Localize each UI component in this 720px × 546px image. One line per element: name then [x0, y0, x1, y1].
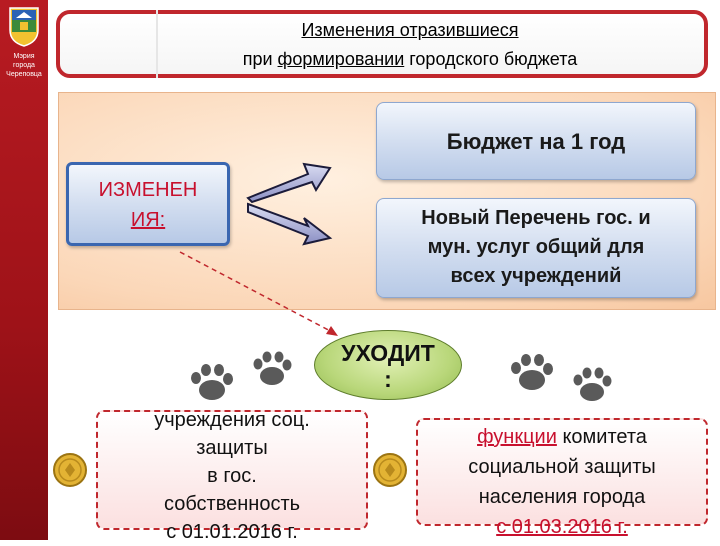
functions-line2: социальной защиты: [468, 456, 656, 478]
registry-line: мун. услуг общий для: [427, 236, 645, 258]
functions-line3: населения города: [478, 486, 646, 508]
social-line: с 01.01.2016 г.: [166, 521, 298, 543]
social-institutions-box: учреждения соц. защиты в гос. собственно…: [96, 409, 368, 543]
header-divider: [156, 10, 158, 78]
registry-line: всех учреждений: [450, 265, 622, 287]
logo-caption: Мэрия города Череповца: [0, 52, 48, 79]
logo-caption-line: Череповца: [6, 71, 42, 78]
social-line: собственность: [163, 493, 301, 515]
functions-line1-rest: комитета: [556, 426, 647, 448]
paw-prints-icon: [191, 351, 292, 400]
functions-line1: функции комитета: [418, 422, 706, 452]
logo-caption-line: города: [13, 62, 35, 69]
page-title-line1: Изменения отразившиеся: [301, 20, 519, 40]
budget-box: Бюджет на 1 год: [376, 102, 696, 180]
title-prefix: при: [242, 49, 278, 69]
arrow-right-icon: [246, 162, 332, 204]
social-line: защиты: [196, 437, 268, 459]
leaves-line2: :: [384, 366, 392, 392]
functions-underlined-word: функции: [477, 426, 557, 448]
leaves-line1: УХОДИТ: [341, 340, 435, 366]
title-suffix: городского бюджета: [404, 49, 578, 69]
changes-box: ИЗМЕНЕН ИЯ:: [66, 162, 230, 246]
leaves-label: УХОДИТ :: [314, 340, 462, 392]
page-title-line2: при формировании городского бюджета: [150, 49, 670, 70]
title-underlined-word: формировании: [277, 49, 405, 69]
functions-date: с 01.03.2016 г.: [496, 516, 628, 538]
sidebar: [0, 0, 48, 540]
leaves-ellipse: [314, 330, 462, 400]
logo-caption-line: Мэрия: [13, 53, 35, 60]
registry-box: Новый Перечень гос. и мун. услуг общий д…: [376, 198, 696, 298]
changes-line1: ИЗМЕНЕН: [98, 179, 198, 201]
coat-of-arms-icon: [9, 7, 39, 47]
social-line: учреждения соц.: [154, 409, 310, 431]
committee-functions-box: функции комитета социальной защиты насел…: [416, 418, 708, 538]
gold-coin-icon: [373, 453, 407, 487]
changes-line2: ИЯ:: [130, 209, 166, 231]
social-line: в гос.: [207, 465, 257, 487]
arrow-right-icon: [247, 202, 333, 246]
registry-line: Новый Перечень гос. и: [421, 207, 651, 229]
paw-prints-icon: [511, 354, 612, 401]
gold-coin-icon: [53, 453, 87, 487]
header-frame: [56, 10, 708, 78]
